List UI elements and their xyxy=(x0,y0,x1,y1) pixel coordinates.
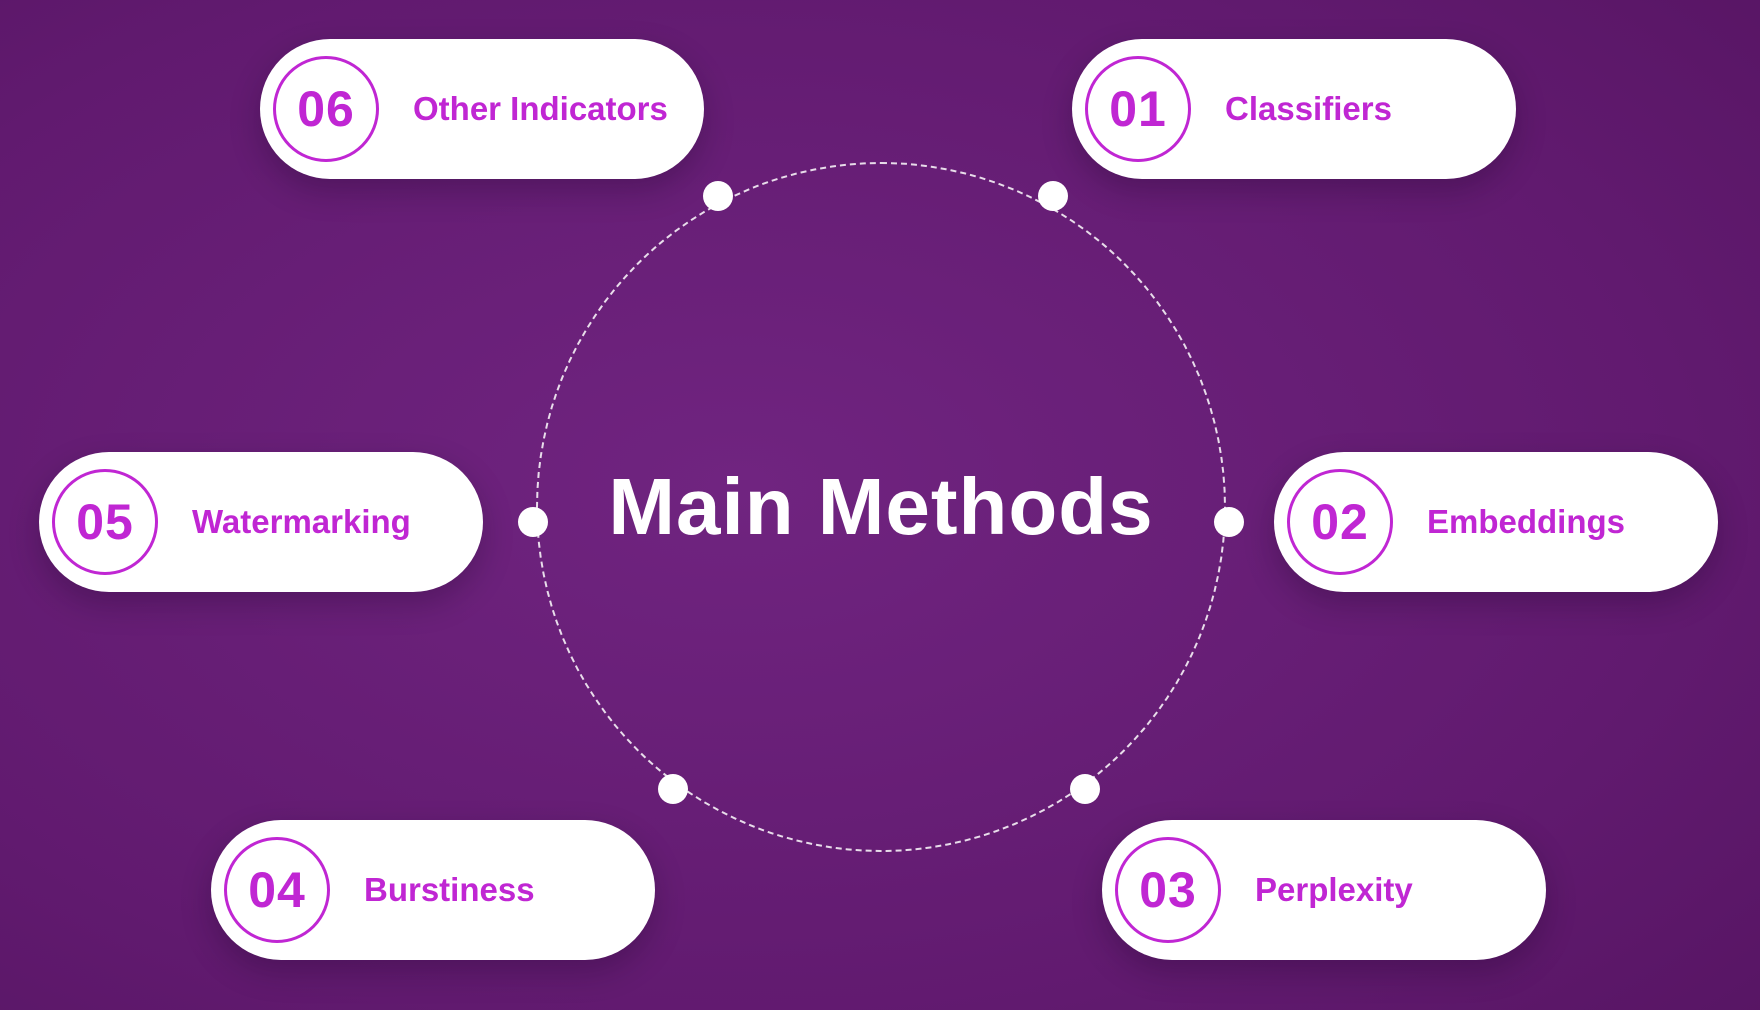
circle-node-dot xyxy=(518,507,548,537)
pill-other-indicators: 06 Other Indicators xyxy=(260,39,704,179)
pill-label: Watermarking xyxy=(192,503,411,540)
pill-label: Burstiness xyxy=(364,871,535,908)
circle-node-dot xyxy=(703,181,733,211)
pill-number-badge: 01 xyxy=(1085,56,1191,162)
pill-label: Embeddings xyxy=(1427,503,1626,540)
pill-number-badge: 03 xyxy=(1115,837,1221,943)
pill-label: Other Indicators xyxy=(413,90,668,127)
circle-node-dot xyxy=(1214,507,1244,537)
pill-number-badge: 04 xyxy=(224,837,330,943)
pill-embeddings: 02 Embeddings xyxy=(1274,452,1718,592)
diagram-title: Main Methods xyxy=(608,462,1154,551)
pill-label: Classifiers xyxy=(1225,90,1392,127)
pill-watermarking: 05 Watermarking xyxy=(39,452,483,592)
pill-label: Perplexity xyxy=(1255,871,1413,908)
pill-classifiers: 01 Classifiers xyxy=(1072,39,1516,179)
pill-perplexity: 03 Perplexity xyxy=(1102,820,1546,960)
pill-burstiness: 04 Burstiness xyxy=(211,820,655,960)
circle-node-dot xyxy=(1038,181,1068,211)
pill-number-badge: 05 xyxy=(52,469,158,575)
pill-number-badge: 06 xyxy=(273,56,379,162)
circle-node-dot xyxy=(1070,774,1100,804)
pill-number-badge: 02 xyxy=(1287,469,1393,575)
circle-node-dot xyxy=(658,774,688,804)
